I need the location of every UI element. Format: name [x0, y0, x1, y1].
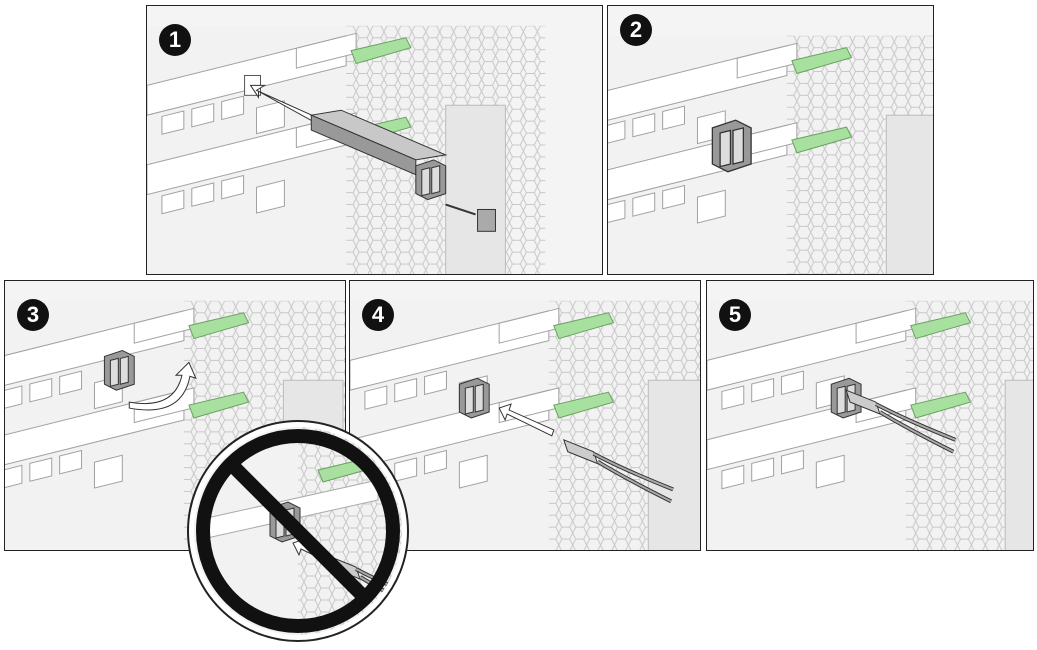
step-3-illustration — [5, 300, 345, 550]
rotate-arrow-icon — [128, 361, 197, 411]
dust-plug — [477, 208, 496, 232]
step-number-badge: 4 — [362, 299, 394, 331]
insert-arrow-icon — [498, 403, 555, 437]
step-1-panel: 1 — [146, 5, 603, 275]
step-number-badge: 5 — [719, 299, 751, 331]
step-number-badge: 3 — [17, 299, 49, 331]
step-number-badge: 1 — [159, 24, 191, 56]
step-5-panel: 5 — [706, 280, 1034, 551]
step-number-badge: 2 — [620, 14, 652, 46]
prohibition-icon — [196, 429, 400, 633]
step-4-illustration — [350, 300, 700, 550]
remove-arrow-icon — [445, 203, 476, 216]
step-4-panel: 4 — [349, 280, 701, 551]
prohibited-action-callout — [187, 420, 409, 642]
step-2-illustration — [608, 35, 933, 274]
step-3-panel: 3 — [4, 280, 346, 551]
insert-arrow-icon — [249, 84, 317, 124]
step-2-panel: 2 — [607, 5, 934, 275]
step-1-illustration — [147, 25, 546, 274]
step-5-illustration — [707, 300, 1033, 550]
